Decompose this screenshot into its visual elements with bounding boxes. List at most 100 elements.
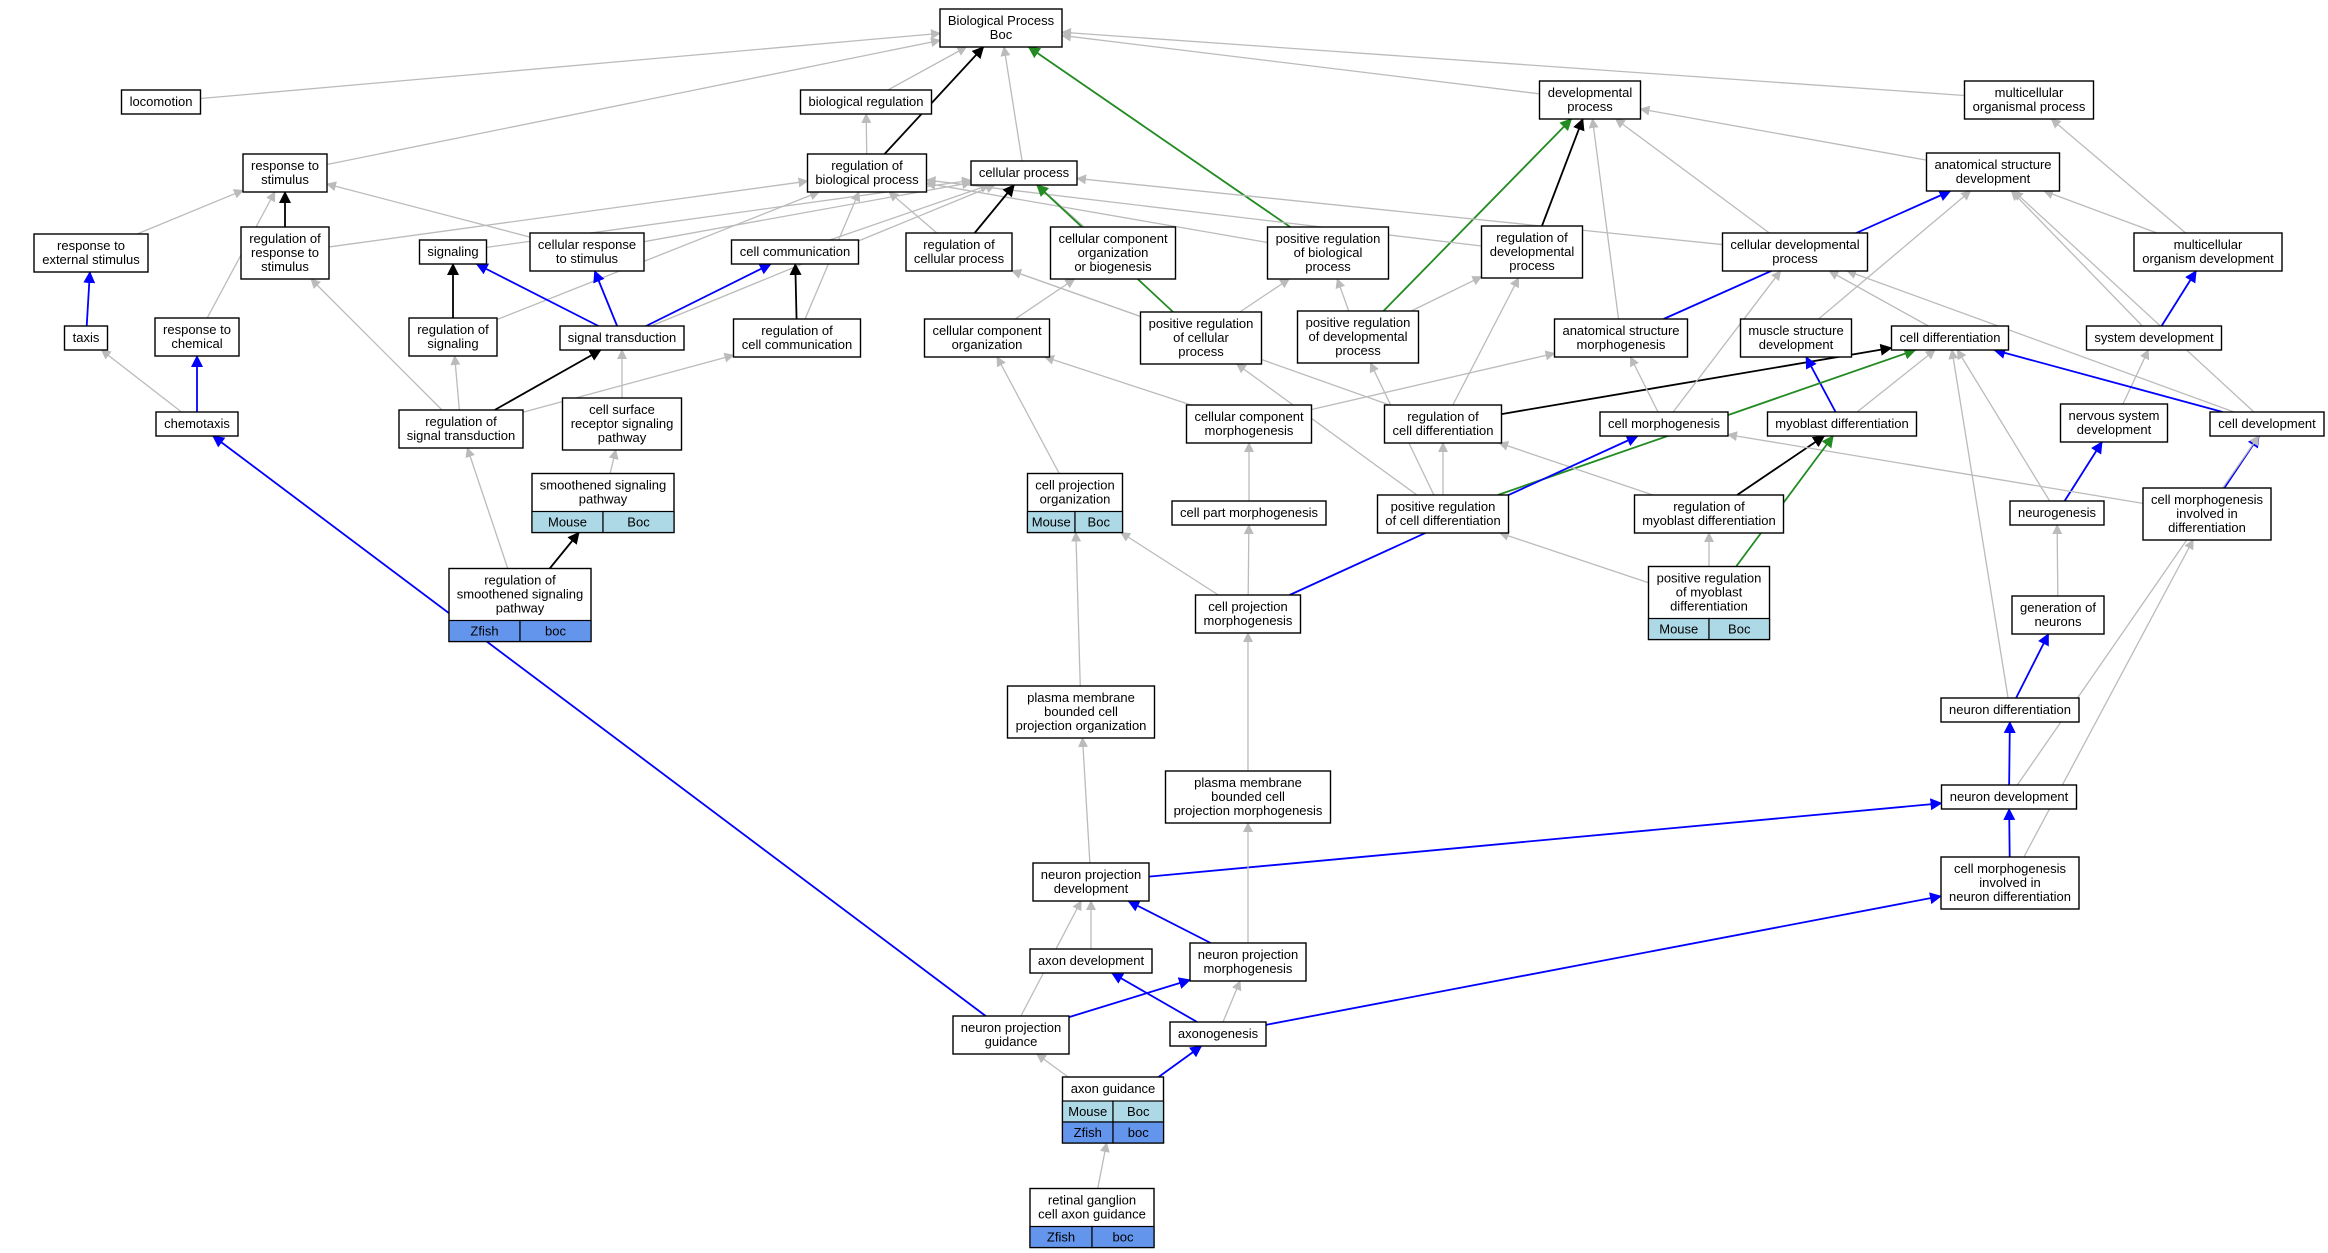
term-node-celldevel[interactable]: cell development bbox=[2209, 411, 2325, 437]
term-node-locomotion[interactable]: locomotion bbox=[120, 89, 202, 115]
term-node-signaling[interactable]: signaling bbox=[418, 239, 488, 265]
edge-regsigtrans-to-regsig bbox=[450, 355, 461, 411]
edge-multorgdev-to-anatdev bbox=[2043, 189, 2158, 234]
term-node-cellpartmorph[interactable]: cell part morphogenesis bbox=[1171, 500, 1327, 526]
term-node-myodiff[interactable]: myoblast differentiation bbox=[1766, 411, 1918, 437]
edge-posregcell-to-posregbio bbox=[1239, 278, 1290, 313]
term-node-neurogenesis[interactable]: neurogenesis bbox=[2009, 500, 2105, 526]
term-box bbox=[1383, 404, 1503, 444]
edge-regmyo-to-myodiff bbox=[1736, 435, 1826, 496]
term-label-line: morphogenesis bbox=[1204, 613, 1293, 628]
edge-chemotaxis-to-taxis bbox=[100, 349, 182, 413]
edge-axonguid-to-axonogenesis bbox=[1158, 1045, 1203, 1078]
term-node-cellcomm[interactable]: cell communication bbox=[730, 239, 860, 265]
term-box bbox=[1049, 226, 1177, 280]
annotation-label: boc bbox=[1113, 1230, 1134, 1245]
term-node-bioreg[interactable]: biological regulation bbox=[799, 89, 933, 115]
edge-regmyo-to-regcelldiff bbox=[1498, 441, 1654, 496]
term-box bbox=[242, 153, 328, 193]
term-box bbox=[1189, 942, 1307, 982]
term-label-line: process bbox=[1509, 258, 1555, 273]
term-node-neurdiff[interactable]: neuron differentiation bbox=[1940, 697, 2080, 723]
term-box bbox=[799, 89, 933, 115]
edge-regdev-to-devproc bbox=[1541, 118, 1585, 227]
term-node-taxis[interactable]: taxis bbox=[63, 325, 109, 351]
term-node-axonogenesis[interactable]: axonogenesis bbox=[1169, 1021, 1267, 1047]
edge-neurogenesis-to-nervdev bbox=[2063, 441, 2103, 502]
term-node-cellproc[interactable]: cellular process bbox=[970, 160, 1078, 186]
edge-cellprojorg-to-ccorg bbox=[996, 356, 1060, 474]
edge-celldevproc-to-cellproc bbox=[1076, 174, 1723, 246]
term-label-line: regulation of bbox=[923, 237, 995, 252]
term-node-celldiff[interactable]: cell differentiation bbox=[1890, 325, 2010, 351]
term-label-line: regulation of bbox=[831, 158, 903, 173]
term-node-sysdev[interactable]: system development bbox=[2085, 325, 2223, 351]
term-box bbox=[1963, 80, 2095, 120]
term-label-line: response to bbox=[251, 158, 319, 173]
term-label-line: involved in bbox=[2176, 506, 2237, 521]
edge-layer bbox=[83, 27, 2260, 1189]
term-label-line: differentiation bbox=[2168, 520, 2246, 535]
term-node-chemotaxis[interactable]: chemotaxis bbox=[155, 411, 239, 437]
term-box bbox=[939, 8, 1063, 48]
term-box bbox=[905, 232, 1013, 272]
term-box bbox=[2009, 500, 2105, 526]
edge-npg-to-chemotaxis bbox=[212, 435, 987, 1017]
edge-ccmorph-to-anatmorph bbox=[1311, 350, 1556, 411]
term-node-axondev[interactable]: axon development bbox=[1029, 948, 1153, 974]
term-label-line: regulation of bbox=[425, 414, 497, 429]
term-box bbox=[1633, 494, 1785, 534]
edge-regcell-to-regbio bbox=[888, 191, 938, 234]
term-node-cellmorph[interactable]: cell morphogenesis bbox=[1599, 411, 1729, 437]
term-node-sigtrans[interactable]: signal transduction bbox=[559, 325, 685, 351]
term-label-line: positive regulation bbox=[1306, 315, 1411, 330]
term-node-neurdev[interactable]: neuron development bbox=[1940, 784, 2078, 810]
annotation-label: Zfish bbox=[470, 624, 498, 639]
